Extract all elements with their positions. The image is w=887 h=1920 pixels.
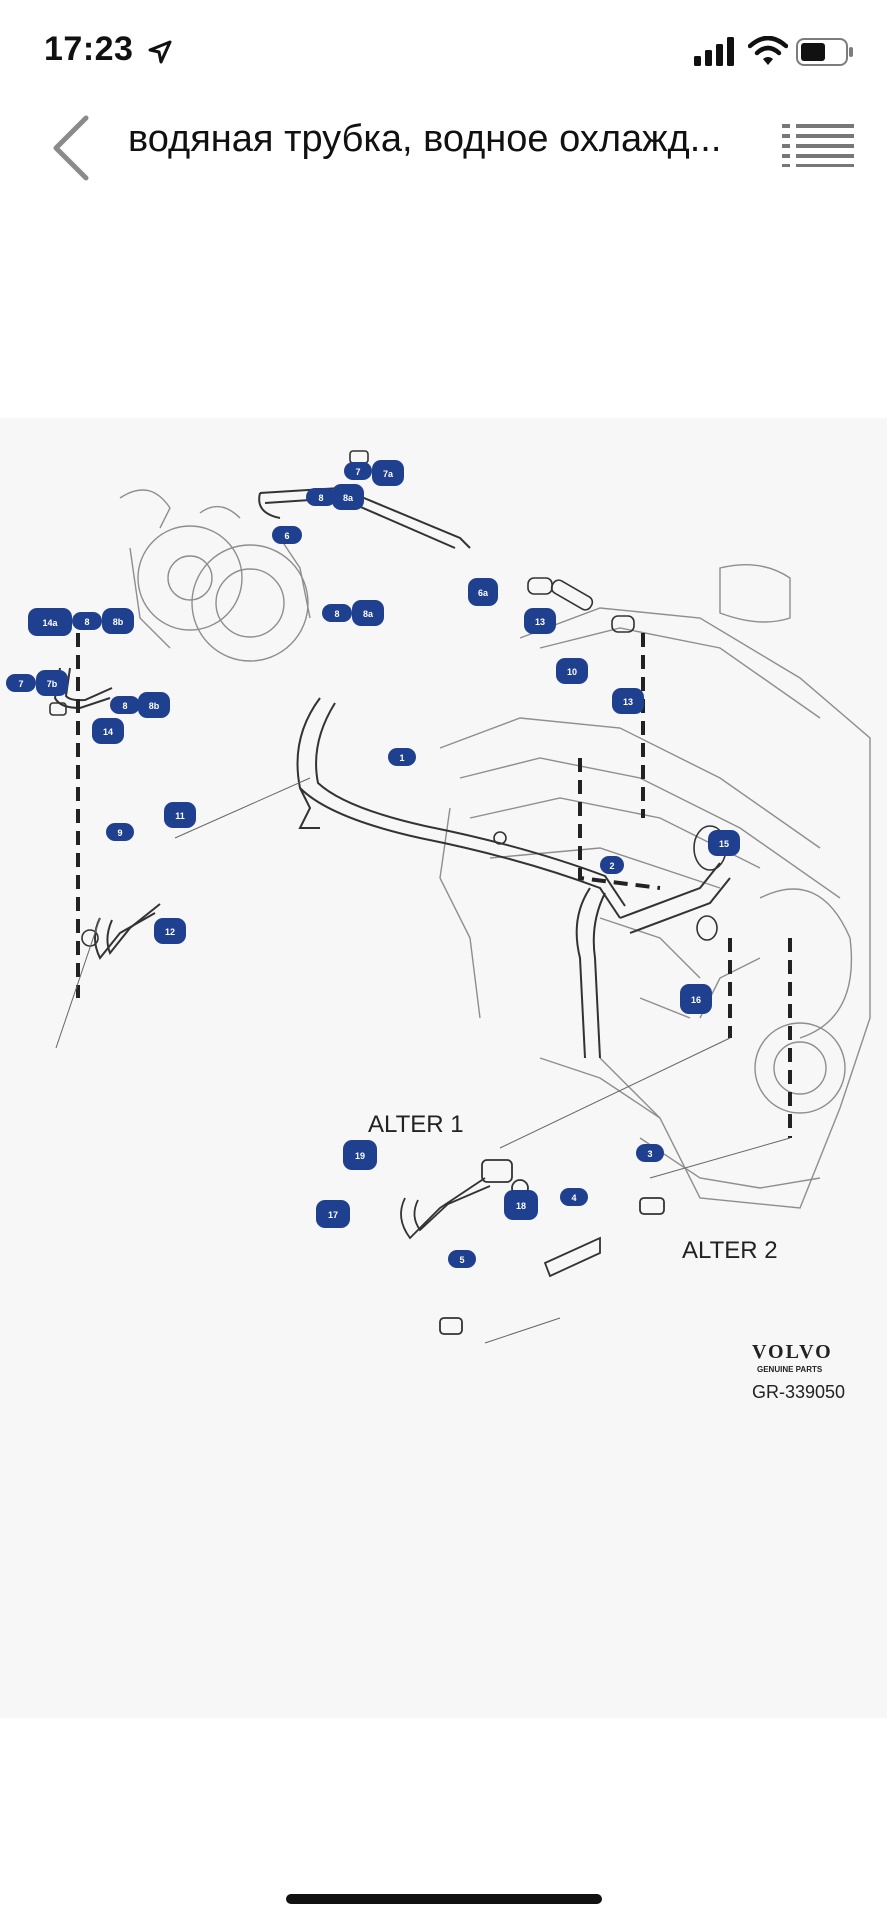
menu-button[interactable]: [780, 120, 856, 168]
main-water-pipe: [296, 697, 731, 1059]
callout-8b-left: 8b: [113, 617, 124, 627]
parts-diagram[interactable]: 1 2 3 4 5 6 6a 7 7a 7 7b 8 8a 8: [0, 418, 887, 1718]
dashed-lines: [76, 633, 792, 1138]
callout-12: 12: [165, 927, 175, 937]
callout-8-top: 8: [318, 493, 323, 503]
callout-10: 10: [567, 667, 577, 677]
callout-7: 7: [355, 467, 360, 477]
callout-14: 14: [103, 727, 113, 737]
callout-8-low: 8: [122, 701, 127, 711]
callout-5: 5: [459, 1255, 464, 1265]
callout-group: 1 2 3 4 5 6 6a 7 7a 7 7b 8 8a 8: [6, 460, 740, 1268]
wifi-icon: [748, 36, 788, 65]
battery-icon: [796, 38, 853, 66]
callout-13-a: 13: [535, 617, 545, 627]
callout-18: 18: [516, 1201, 526, 1211]
callout-6a: 6a: [478, 588, 489, 598]
callout-8-mid: 8: [334, 609, 339, 619]
callout-1: 1: [399, 753, 404, 763]
callout-8-left: 8: [84, 617, 89, 627]
reference-code: GR-339050: [752, 1382, 845, 1402]
callout-8a-top: 8a: [343, 493, 354, 503]
chevron-left-icon: [53, 115, 89, 181]
callout-8a-mid: 8a: [363, 609, 374, 619]
callout-7b: 7b: [47, 679, 58, 689]
alter-parts: [400, 1159, 665, 1335]
leader-lines: [55, 777, 791, 1344]
callout-17: 17: [328, 1210, 338, 1220]
list-menu-icon: [782, 124, 854, 167]
location-arrow-icon: [148, 40, 172, 64]
callout-11: 11: [175, 811, 185, 821]
callout-4: 4: [571, 1193, 576, 1203]
home-indicator[interactable]: [286, 1894, 602, 1904]
callout-8b-low: 8b: [149, 701, 160, 711]
callout-15: 15: [719, 839, 729, 849]
page-title: водяная трубка, водное охлажд...: [128, 118, 722, 160]
callout-9: 9: [117, 828, 122, 838]
back-button[interactable]: [40, 110, 100, 186]
callout-16: 16: [691, 995, 701, 1005]
alter-2-label: ALTER 2: [682, 1237, 778, 1264]
callout-19: 19: [355, 1151, 365, 1161]
callout-13-b: 13: [623, 697, 633, 707]
alter-1-label: ALTER 1: [368, 1111, 464, 1138]
callout-3: 3: [647, 1149, 652, 1159]
callout-14a: 14a: [42, 618, 58, 628]
navigation-bar: водяная трубка, водное охлажд...: [0, 100, 887, 190]
parts-diagram-drawing: 1 2 3 4 5 6 6a 7 7a 7 7b 8 8a 8: [6, 450, 871, 1402]
turbocharger: [119, 489, 311, 662]
callout-7a: 7a: [383, 469, 394, 479]
engine-block: [439, 563, 871, 1209]
brand-subtitle: GENUINE PARTS: [757, 1365, 823, 1374]
volvo-logo: VOLVO: [752, 1341, 833, 1363]
status-time: 17:23: [44, 30, 134, 68]
status-bar: 17:23: [0, 0, 887, 100]
signal-bars-icon: [694, 37, 734, 66]
callout-2: 2: [609, 861, 614, 871]
callout-6: 6: [284, 531, 289, 541]
callout-7-left: 7: [18, 679, 23, 689]
hose-9: [94, 903, 161, 960]
